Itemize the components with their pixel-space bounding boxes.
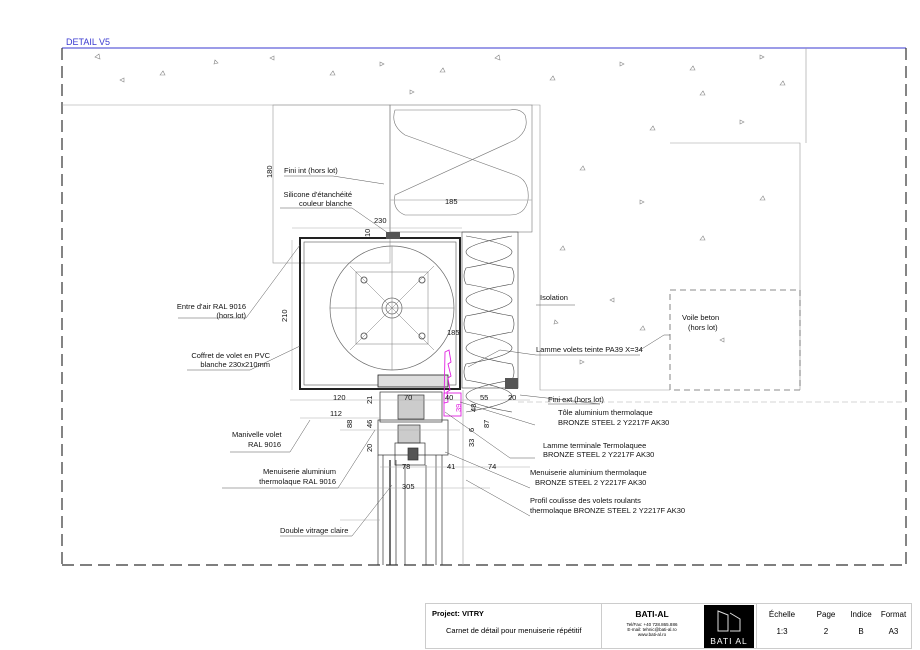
silicone-seal (386, 232, 400, 239)
dim-230: 230 (374, 216, 387, 225)
window-frame (377, 390, 464, 565)
voile-beton-outline (669, 289, 801, 391)
label-profil: Profil coulisse des volets roulants (530, 496, 641, 505)
label-menuiserie-ext: Menuiserie aluminium thermolaque (530, 468, 647, 477)
dim-40: 40 (445, 393, 453, 402)
label-menuiserie-ext-2: BRONZE STEEL 2 Y2217F AK30 (535, 478, 646, 487)
label-voile: Voile beton (682, 313, 719, 322)
label-fini-ext: Fini ext (hors lot) (548, 395, 604, 404)
shutter-slats (443, 349, 462, 417)
scale-label: Échelle (768, 610, 796, 619)
dim-180: 180 (265, 165, 274, 178)
label-manivelle: Manivelle volet (232, 430, 283, 439)
label-menuiserie-int-2: thermolaque RAL 9016 (259, 477, 336, 486)
dim-112: 112 (330, 409, 342, 418)
dim-120: 120 (333, 393, 346, 402)
page-value: 2 (823, 627, 829, 636)
label-coffre-2: blanche 230x210mm (200, 360, 270, 369)
company-name: BATI-AL (635, 609, 669, 619)
company-logo: BATI AL (704, 605, 754, 648)
dim-88: 88 (345, 420, 354, 428)
contact-email: E-mail: tehnic@bati-al.ro (627, 627, 677, 632)
label-silicone: Silicone d'étanchéité (283, 190, 352, 199)
dim-10: 10 (363, 229, 372, 237)
upper-insulation (389, 104, 533, 233)
dim-41: 41 (447, 462, 455, 471)
project-description: Carnet de détail pour menuiserie répétit… (446, 626, 582, 635)
page-label: Page (816, 610, 836, 619)
dimension-values: 180 185 230 10 210 185 120 21 70 40 55 2… (265, 165, 516, 491)
dim-20: 20 (508, 393, 516, 402)
format-value: A3 (888, 627, 899, 636)
annotations: Fini int (hors lot) Silicone d'étanchéit… (177, 166, 719, 535)
logo-mark-icon (717, 610, 741, 632)
dim-20b: 20 (365, 444, 374, 452)
title-block: Project: VITRY Carnet de détail pour men… (425, 603, 912, 649)
label-lamme-volets: Lamme volets teinte PA39 X=34 (536, 345, 643, 354)
label-lamme-terminale-2: BRONZE STEEL 2 Y2217F AK30 (543, 450, 654, 459)
dim-21: 21 (365, 396, 374, 404)
project-label: Project: (432, 609, 460, 618)
label-profil-2: thermolaque BRONZE STEEL 2 Y2217F AK30 (530, 506, 685, 515)
detail-title: DETAIL V5 (66, 37, 110, 47)
shutter-box (299, 232, 461, 390)
project-line: Project: VITRY (432, 609, 484, 618)
label-vitrage: Double vitrage claire (280, 526, 348, 535)
dim-6: 6 (467, 428, 476, 432)
dim-46: 46 (365, 420, 374, 428)
index-value: B (858, 627, 864, 636)
side-insulation (461, 231, 519, 413)
dim-33: 33 (467, 439, 476, 447)
dim-48: 48 (469, 404, 478, 412)
label-entree-air: Entre d'air RAL 9016 (177, 302, 246, 311)
dim-74: 74 (488, 462, 496, 471)
dim-87: 87 (482, 420, 491, 428)
dim-39: 39 (454, 404, 463, 412)
contact-phone: Tel/Fax: +40 728.865.886 (626, 622, 678, 627)
scale-value: 1:3 (776, 627, 788, 636)
label-menuiserie-int: Menuiserie aluminium (263, 467, 336, 476)
concrete-slab (62, 48, 807, 391)
label-silicone-2: couleur blanche (299, 199, 352, 208)
dim-185b: 185 (447, 328, 460, 337)
label-tole: Tôle aluminium thermolaque (558, 408, 653, 417)
dim-70: 70 (404, 393, 412, 402)
label-tole-2: BRONZE STEEL 2 Y2217F AK30 (558, 418, 669, 427)
index-label: Indice (850, 610, 872, 619)
dim-55: 55 (480, 393, 488, 402)
dim-185: 185 (445, 197, 458, 206)
label-coffre: Coffret de volet en PVC (191, 351, 270, 360)
contact-website: www.bati-al.ro (637, 632, 667, 637)
dim-78: 78 (402, 462, 410, 471)
dim-210: 210 (280, 309, 289, 322)
logo-text: BATI AL (710, 636, 748, 646)
drawing-frame (61, 47, 907, 566)
format-label: Format (880, 610, 907, 619)
label-voile-2: (hors lot) (688, 323, 718, 332)
label-entree-air-2: (hors lot) (216, 311, 246, 320)
project-name: VITRY (462, 609, 484, 618)
interior-finish (272, 104, 391, 264)
leader-lines (178, 175, 670, 537)
label-lamme-terminale: Lamme terminale Termolaquee (543, 441, 646, 450)
dim-305: 305 (402, 482, 415, 491)
label-manivelle-2: RAL 9016 (248, 440, 281, 449)
label-fini-int: Fini int (hors lot) (284, 166, 338, 175)
label-isolation: Isolation (540, 293, 568, 302)
